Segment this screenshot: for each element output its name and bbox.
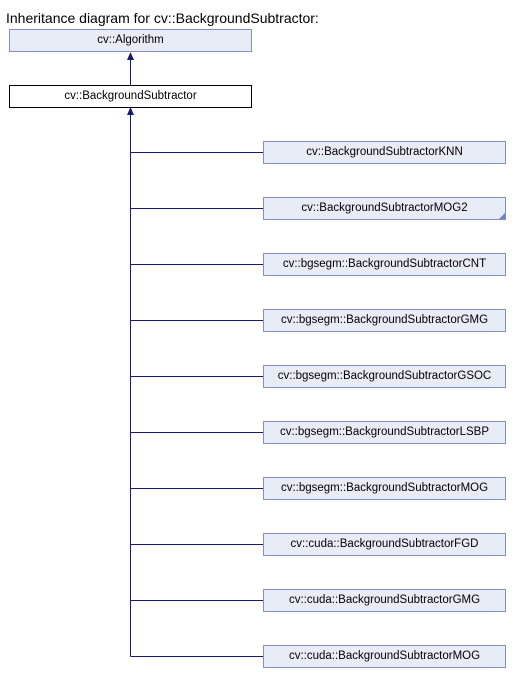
node-base-class[interactable]: cv::Algorithm (9, 29, 252, 52)
node-derived-class[interactable]: cv::bgsegm::BackgroundSubtractorCNT (263, 253, 506, 276)
node-label: cv::BackgroundSubtractor (64, 90, 197, 102)
node-derived-class[interactable]: cv::bgsegm::BackgroundSubtractorMOG (263, 477, 506, 500)
node-label: cv::BackgroundSubtractorMOG2 (301, 202, 468, 214)
node-label: cv::cuda::BackgroundSubtractorMOG (288, 650, 481, 662)
arrowhead-to-current (127, 107, 134, 115)
node-label: cv::Algorithm (97, 34, 164, 46)
node-label: cv::bgsegm::BackgroundSubtractorMOG (280, 482, 489, 494)
node-derived-class[interactable]: cv::BackgroundSubtractorMOG2 (263, 197, 506, 220)
node-derived-class[interactable]: cv::bgsegm::BackgroundSubtractorGMG (263, 309, 506, 332)
node-current-class: cv::BackgroundSubtractor (9, 85, 252, 108)
arrowhead-to-base (127, 52, 134, 60)
node-label: cv::cuda::BackgroundSubtractorFGD (290, 538, 479, 550)
node-derived-class[interactable]: cv::cuda::BackgroundSubtractorFGD (263, 533, 506, 556)
node-label: cv::bgsegm::BackgroundSubtractorLSBP (279, 426, 490, 438)
node-label: cv::BackgroundSubtractorKNN (306, 146, 463, 158)
node-derived-class[interactable]: cv::cuda::BackgroundSubtractorGMG (263, 589, 506, 612)
diagram-heading: Inheritance diagram for cv::BackgroundSu… (6, 10, 319, 26)
expand-corner-icon (499, 213, 505, 219)
node-derived-class[interactable]: cv::bgsegm::BackgroundSubtractorLSBP (263, 421, 506, 444)
node-derived-class[interactable]: cv::bgsegm::BackgroundSubtractorGSOC (263, 365, 506, 388)
node-label: cv::cuda::BackgroundSubtractorGMG (288, 594, 481, 606)
node-label: cv::bgsegm::BackgroundSubtractorGMG (280, 314, 489, 326)
node-derived-class[interactable]: cv::cuda::BackgroundSubtractorMOG (263, 645, 506, 668)
node-label: cv::bgsegm::BackgroundSubtractorGSOC (277, 370, 492, 382)
node-label: cv::bgsegm::BackgroundSubtractorCNT (282, 258, 487, 270)
node-derived-class[interactable]: cv::BackgroundSubtractorKNN (263, 141, 506, 164)
